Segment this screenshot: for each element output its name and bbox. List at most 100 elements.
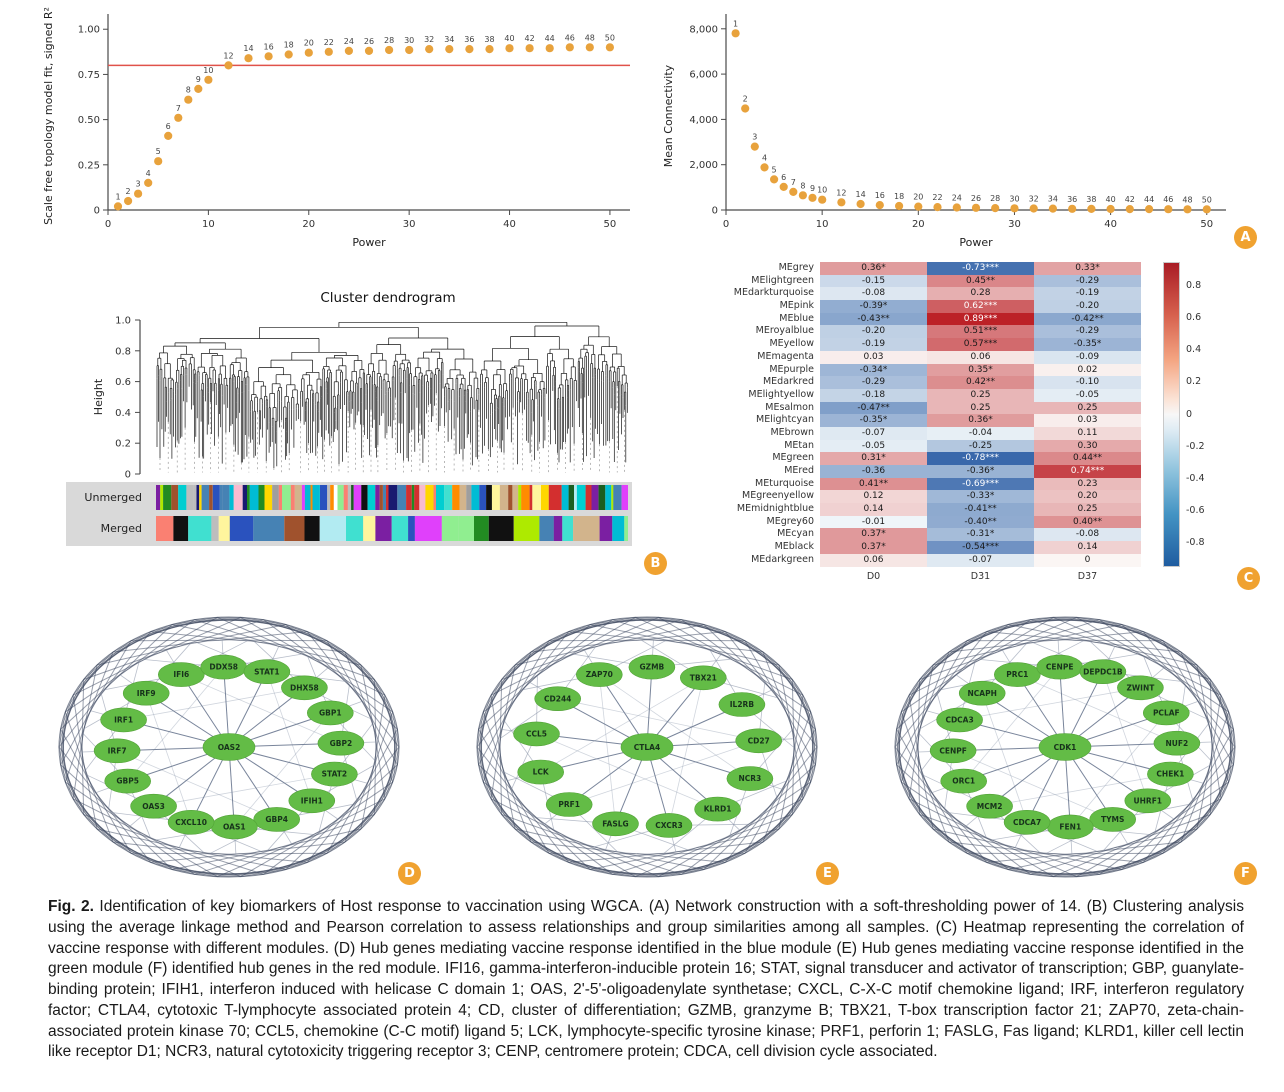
column-label: D31 <box>970 570 991 582</box>
heatmap-cell: 0.45** <box>927 274 1034 288</box>
svg-text:36: 36 <box>464 35 474 44</box>
svg-text:1: 1 <box>115 192 120 201</box>
data-point <box>194 84 203 93</box>
gene-node-label: GBP2 <box>330 739 353 748</box>
data-point <box>364 46 374 56</box>
module-label: MEgrey <box>778 262 814 273</box>
x-axis-label: Power <box>352 236 386 249</box>
gene-node-label: IRF9 <box>137 689 156 698</box>
gene-node <box>122 680 170 706</box>
svg-text:32: 32 <box>424 35 434 44</box>
heatmap-cell: -0.69*** <box>927 477 1034 491</box>
data-point <box>304 48 313 57</box>
module-label: MEred <box>784 465 814 476</box>
dendrogram-guides <box>159 386 625 473</box>
svg-text:46: 46 <box>565 33 575 42</box>
data-point <box>1202 205 1211 214</box>
heatmap-cell: -0.18 <box>820 388 927 402</box>
heatmap-cell: -0.20 <box>820 325 927 339</box>
module-label: MEturquoise <box>755 477 814 489</box>
gene-node-label: OAS1 <box>223 823 246 832</box>
heatmap-cell: -0.36 <box>820 465 927 478</box>
gene-node-label: CXCR3 <box>655 821 683 830</box>
gene-node <box>253 807 300 832</box>
gene-node <box>167 810 215 835</box>
data-point <box>244 54 253 63</box>
svg-text:10: 10 <box>817 186 827 195</box>
svg-text:10: 10 <box>816 219 829 230</box>
svg-text:4: 4 <box>146 169 151 178</box>
svg-text:0: 0 <box>125 470 131 481</box>
hub-node <box>1038 733 1092 761</box>
svg-text:8,000: 8,000 <box>689 24 718 35</box>
module-label: MEblack <box>774 541 814 553</box>
gene-node <box>718 692 766 717</box>
data-point <box>485 45 494 54</box>
gene-node-label: IFI6 <box>173 670 189 679</box>
heatmap-cell: -0.07 <box>820 426 927 440</box>
heatmap-cell: 0.12 <box>820 490 927 504</box>
data-point <box>1010 204 1019 213</box>
heatmap-cell: 0.42** <box>927 376 1034 389</box>
gene-node-label: DHX58 <box>290 683 319 692</box>
heatmap-cell: 0.25 <box>1034 401 1141 415</box>
data-point <box>284 50 293 59</box>
data-point <box>224 61 233 70</box>
data-point <box>818 195 827 204</box>
data-point <box>779 182 788 191</box>
data-point <box>465 45 474 54</box>
gene-node <box>1147 761 1194 787</box>
gene-node-label: TBX21 <box>690 673 717 682</box>
svg-text:12: 12 <box>836 188 846 197</box>
network-ring <box>894 616 1236 878</box>
gene-node <box>726 766 774 791</box>
svg-text:0: 0 <box>723 219 729 230</box>
gene-node-label: ZWINT <box>1126 683 1155 692</box>
figure-caption: Fig. 2. Identification of key biomarkers… <box>48 897 1244 1063</box>
hub-node <box>620 733 674 761</box>
gene-node-label: PCLAF <box>1153 709 1180 718</box>
hub-node-label: CDK1 <box>1054 743 1077 752</box>
cluster-dendrogram-panel: Cluster dendrogram1.00.80.60.40.20Height… <box>66 290 632 546</box>
heatmap-cell: -0.40** <box>927 515 1034 529</box>
colorbar-tick-label: 0.4 <box>1186 344 1202 355</box>
svg-text:32: 32 <box>1029 195 1039 204</box>
svg-text:0.2: 0.2 <box>115 439 131 450</box>
gene-node <box>517 759 564 785</box>
svg-text:48: 48 <box>1182 195 1192 204</box>
svg-text:18: 18 <box>894 192 904 201</box>
data-point <box>808 193 817 202</box>
svg-text:16: 16 <box>875 191 885 200</box>
data-point <box>971 203 981 212</box>
svg-text:5: 5 <box>772 165 777 174</box>
gene-node <box>1153 730 1201 756</box>
svg-text:1: 1 <box>733 19 738 28</box>
gene-node <box>130 793 177 819</box>
heatmap-cell: 0.23 <box>1034 477 1141 491</box>
data-point <box>124 196 133 206</box>
svg-text:0: 0 <box>712 206 718 217</box>
gene-node-label: NCR3 <box>739 774 762 783</box>
gene-node <box>513 721 560 747</box>
svg-text:6: 6 <box>166 122 171 131</box>
svg-text:9: 9 <box>810 184 815 193</box>
heatmap-cell: 0 <box>1034 553 1141 567</box>
heatmap-cell: 0.25 <box>927 388 1034 402</box>
figure-caption-label: Fig. 2. <box>48 898 94 915</box>
heatmap-row: MEpink-0.39*0.62***-0.20 <box>695 300 1225 313</box>
svg-text:8: 8 <box>186 86 191 95</box>
gene-node <box>545 792 593 817</box>
data-point <box>914 202 923 211</box>
data-point <box>741 104 750 113</box>
heatmap-cell: 0.37* <box>820 528 927 542</box>
heatmap-cell: -0.19 <box>1034 287 1141 301</box>
module-label: MEmidnightblue <box>736 503 814 515</box>
colorbar-tick-label: 0.8 <box>1186 280 1202 291</box>
gene-node-label: GBP4 <box>265 815 288 824</box>
heatmap-cell: 0.89*** <box>927 312 1034 326</box>
